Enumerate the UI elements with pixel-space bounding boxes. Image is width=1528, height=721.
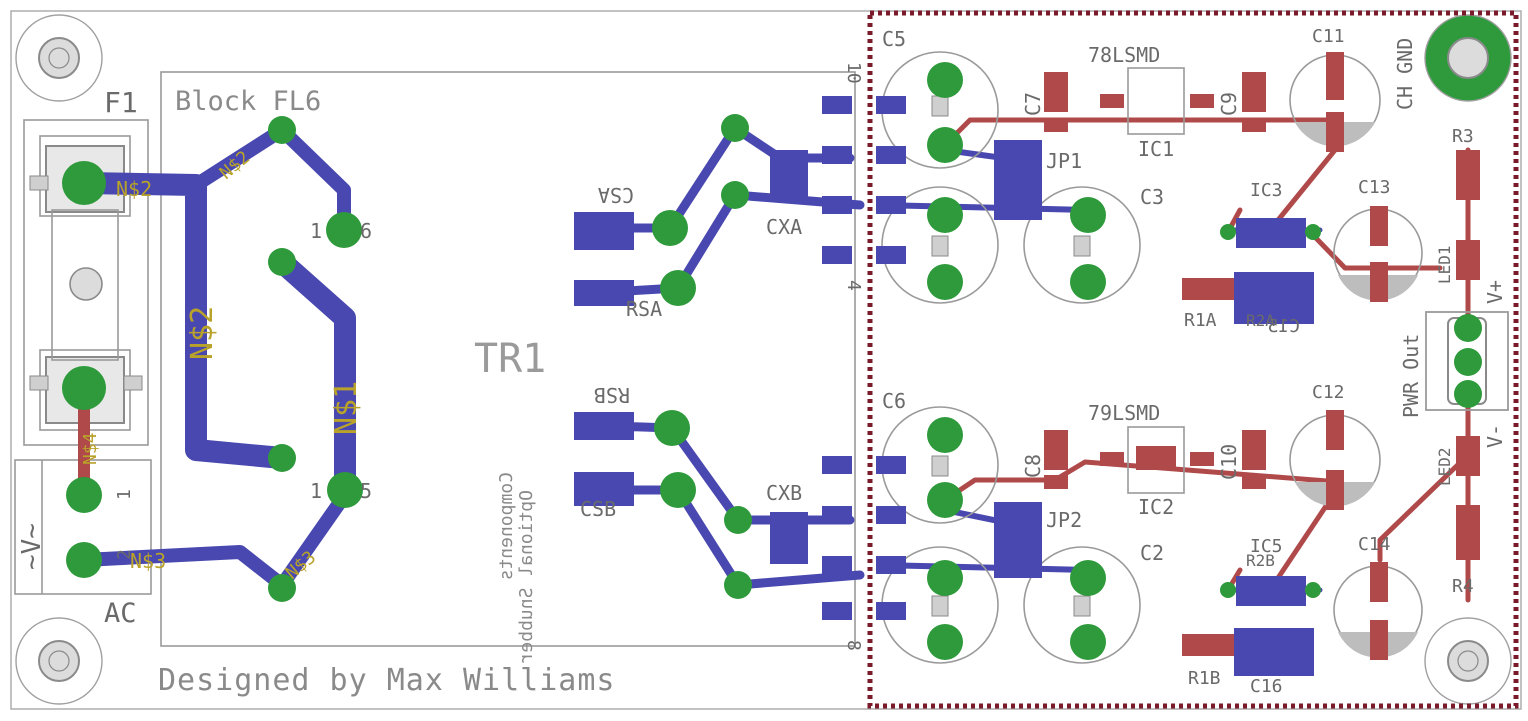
label-c6: C6 — [882, 389, 906, 413]
label-c12: C12 — [1312, 382, 1345, 403]
through-hole-pads — [62, 62, 1482, 660]
net-label-n3: N$3 — [130, 549, 166, 573]
pin-label-10: 10 — [843, 62, 864, 84]
capacitor-c2 — [1023, 546, 1141, 664]
label-c13: C13 — [1358, 177, 1391, 198]
label-c15: C15 — [1267, 316, 1300, 337]
label-c14: C14 — [1358, 534, 1391, 555]
label-rsa: RSA — [626, 297, 662, 321]
label-c7: C7 — [1021, 92, 1045, 116]
regulator-ic1-body — [1127, 67, 1185, 135]
pin-label-6-top: 6 — [360, 219, 372, 243]
capacitor-c3 — [1023, 186, 1141, 304]
label-ch-gnd: CH GND — [1393, 38, 1417, 110]
label-fuse: F1 — [104, 86, 138, 119]
label-c8: C8 — [1021, 454, 1045, 478]
label-ic2: IC2 — [1138, 495, 1174, 519]
label-csb: CSB — [580, 497, 616, 521]
pin-label-1-top: 1 — [310, 219, 322, 243]
net-label-n2-vertical: N$2 — [185, 306, 220, 360]
label-r2a: R2A — [1246, 311, 1275, 330]
net-label-n1-vertical: N$1 — [329, 381, 364, 435]
label-ac-connector: AC — [104, 598, 137, 629]
label-r1b: R1B — [1188, 668, 1221, 689]
label-led2: LED2 — [1435, 447, 1454, 486]
label-ac-pin1: 1 — [114, 489, 135, 500]
label-c3: C3 — [1140, 185, 1164, 209]
label-ic5: IC5 — [1250, 536, 1283, 557]
label-v-plus: V+ — [1483, 280, 1507, 304]
label-v-minus: V- — [1483, 424, 1507, 448]
shield-keepout-boundary — [867, 10, 1519, 709]
snubber-note-line1: Optional Snubber — [516, 490, 537, 664]
transformer-ref-label: TR1 — [474, 336, 546, 382]
label-r2b: R2B — [1246, 551, 1275, 570]
label-reg-pos: 78LSMD — [1088, 43, 1160, 67]
designer-credit: Designed by Max Williams — [158, 663, 615, 698]
pin-label-4: 4 — [843, 280, 864, 291]
label-r1a: R1A — [1184, 310, 1217, 331]
label-c16: C16 — [1250, 676, 1283, 697]
label-cxa: CXA — [766, 215, 802, 239]
snubber-note-line2: Components — [496, 472, 517, 580]
regulator-ic2-body — [1127, 426, 1185, 494]
mounting-hole-top-right-chassis-ground — [1424, 14, 1512, 102]
label-c11: C11 — [1312, 26, 1345, 47]
label-cxb: CXB — [766, 481, 802, 505]
label-pwr-out: PWR Out — [1399, 334, 1423, 418]
mounting-hole-top-left — [15, 14, 103, 102]
pin-label-5-bottom: 5 — [360, 479, 372, 503]
transformer-outline — [160, 71, 856, 647]
label-ic1: IC1 — [1138, 137, 1174, 161]
pin-label-1-bottom: 1 — [310, 479, 322, 503]
pin-label-8: 8 — [843, 640, 864, 651]
label-c9: C9 — [1217, 92, 1241, 116]
transformer-block-label: Block FL6 — [175, 86, 321, 117]
label-r3: R3 — [1452, 126, 1474, 147]
label-c2: C2 — [1140, 541, 1164, 565]
net-label-n2-left: N$2 — [116, 177, 152, 201]
label-ic3: IC3 — [1250, 180, 1283, 201]
label-c5: C5 — [882, 27, 906, 51]
smd-pads-bottom — [574, 96, 1314, 676]
bottom-copper-traces — [73, 123, 1323, 593]
label-jp1: JP1 — [1046, 149, 1082, 173]
label-reg-neg: 79LSMD — [1088, 401, 1160, 425]
power-output-connector — [1425, 311, 1509, 411]
label-ac-pin2: 2 — [114, 549, 135, 560]
label-c10: C10 — [1217, 444, 1241, 480]
label-ac-side: ~V~ — [17, 523, 47, 570]
capacitor-c3-left — [881, 186, 999, 304]
label-led1: LED1 — [1435, 245, 1454, 284]
label-r4: R4 — [1452, 576, 1474, 597]
mounting-hole-bottom-right — [1424, 617, 1512, 705]
label-rsb: RSB — [594, 383, 630, 407]
label-csa: CSA — [598, 183, 634, 207]
smd-pads-top — [1044, 52, 1480, 660]
mounting-hole-bottom-left — [15, 617, 103, 705]
net-label-n4: N$4 — [80, 432, 101, 465]
board-outline — [10, 10, 1522, 710]
label-jp2: JP2 — [1046, 508, 1082, 532]
